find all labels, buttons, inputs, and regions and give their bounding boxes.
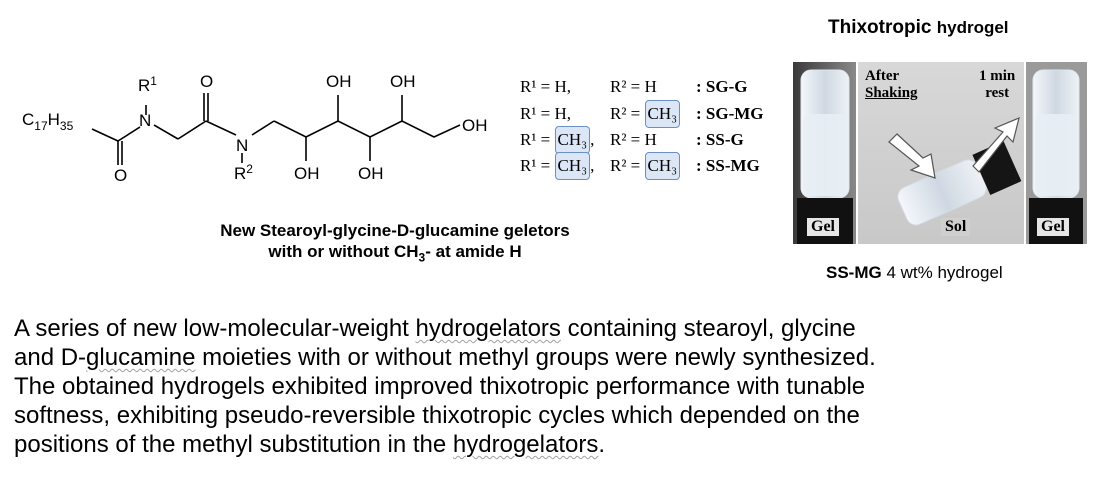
atom-r1: R1: [138, 74, 157, 95]
atom-r2: R2: [234, 162, 253, 183]
compound-label: : SG-MG: [696, 104, 764, 123]
atom-o1: O: [114, 166, 127, 185]
ch3-box: CH₃: [644, 152, 681, 180]
panel-title: Thixotropic hydrogel: [828, 17, 1009, 38]
gel-right-label: Gel: [1037, 218, 1069, 236]
atom-oh-bot2: OH: [358, 164, 384, 183]
abstract-text: A series of new low-molecular-weight hyd…: [14, 315, 876, 458]
substitution-row: R¹ = CH₃,R² = CH₃: SS-MG: [520, 152, 795, 180]
chain-label: C17H35: [22, 110, 74, 133]
ch3-box: CH₃: [644, 100, 681, 128]
compound-label: : SS-MG: [696, 156, 760, 175]
after-shaking-label: After Shaking: [865, 68, 918, 101]
structure-caption: New Stearoyl-glycine-D-glucamine geletor…: [150, 220, 640, 268]
substitution-table: R¹ = H,R² = H: SG-G R¹ = H,R² = CH₃: SG-…: [520, 74, 795, 180]
vial-photo: After Shaking 1 min rest Gel Sol Gel: [793, 62, 1087, 244]
photo-caption: SS-MG 4 wt% hydrogel: [826, 263, 1003, 282]
structure-drawing: C17H35 N R1 O O N R2 OH OH OH OH OH: [22, 72, 488, 185]
atom-oh-top1: OH: [326, 72, 352, 91]
compound-label: : SS-G: [696, 130, 744, 149]
atom-oh-top2: OH: [390, 72, 416, 91]
atom-n1: N: [139, 111, 151, 130]
atom-oh-end: OH: [462, 116, 488, 135]
gel-left-label: Gel: [807, 218, 839, 236]
compound-label: : SG-G: [696, 77, 748, 96]
substitution-row: R¹ = H,R² = CH₃: SG-MG: [520, 100, 795, 128]
substitution-row: R¹ = H,R² = H: SG-G: [520, 74, 795, 100]
ch3-box: CH₃: [554, 126, 591, 154]
atom-o2: O: [200, 72, 213, 91]
atom-n2: N: [236, 136, 248, 155]
structure-caption-line1: New Stearoyl-glycine-D-glucamine geletor…: [220, 221, 570, 240]
sol-label: Sol: [941, 218, 971, 236]
ch3-box: CH₃: [554, 152, 591, 180]
atom-oh-bot1: OH: [294, 164, 320, 183]
substitution-row: R¹ = CH₃,R² = H: SS-G: [520, 126, 795, 154]
structure-caption-line2: with or without CH3- at amide H: [268, 242, 522, 265]
vial-photo-drawing: [793, 62, 1087, 244]
chemical-structure: C17H35 N R1 O O N R2 OH OH OH OH OH: [0, 55, 520, 195]
rest-label: 1 min rest: [979, 68, 1016, 101]
